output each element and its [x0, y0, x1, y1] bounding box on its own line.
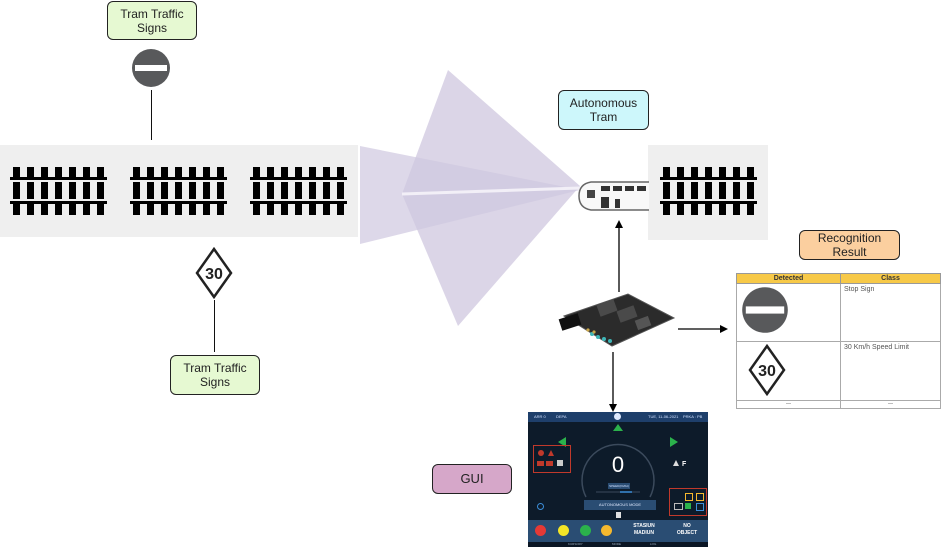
gui-gear-arrow-icon [673, 460, 679, 466]
speed-limit-value: 30 [205, 266, 223, 283]
gui-mode-button[interactable]: AUTONOMOUS MODE [584, 500, 656, 510]
gui-footer-item[interactable]: KURSORY [568, 542, 583, 546]
arrow-board-to-tram [615, 220, 623, 292]
gui-object-status: NO OBJECT [676, 523, 698, 536]
table-row: Stop Sign [736, 283, 941, 342]
no-entry-sign-icon [132, 49, 170, 87]
gui-clock-icon [614, 413, 621, 420]
gui-right-arrow-icon [670, 437, 678, 447]
connector-line [151, 90, 152, 140]
gui-screen: ARR 0 DEPA TUE, 11-06-2021 PRKA : PB 0 S… [528, 412, 708, 547]
detected-cell: — [736, 400, 841, 409]
gui-footer-item[interactable]: MODE [612, 542, 621, 546]
bottom-sign-label: Tram Traffic Signs [170, 355, 260, 395]
processing-board-icon [558, 293, 676, 347]
gui-speed-unit: SPEED(KM/H) [608, 483, 630, 489]
tram-icon [578, 181, 649, 211]
gui-forward-arrow-icon [613, 424, 623, 431]
top-sign-label: Tram Traffic Signs [107, 1, 197, 40]
tram-label: Autonomous Tram [558, 90, 649, 130]
gui-light-icon [685, 503, 691, 509]
gui-status-panel [669, 488, 707, 516]
detected-cell: 30 [736, 341, 841, 401]
gui-station: STASIUN MADIUN [633, 523, 655, 536]
gui-status-light-green [580, 525, 591, 536]
gui-footer-item[interactable]: LOG [650, 542, 657, 546]
gui-warning-panel [533, 445, 571, 473]
rail-track-icon [130, 167, 227, 215]
class-cell: 30 Km/h Speed Limit [840, 341, 941, 401]
gui-departure: DEPA [556, 414, 567, 419]
gui-bottom-bar [528, 520, 708, 542]
gui-prka: PRKA : PB [683, 414, 703, 419]
gui-date: TUE, 11-06-2021 [648, 414, 679, 419]
sensor-field-of-view [360, 70, 581, 326]
recognition-result-label: Recognition Result [799, 230, 900, 260]
gui-speed-value: 0 [611, 452, 625, 477]
no-entry-sign-icon [742, 287, 788, 333]
gui-status-light-yellow [558, 525, 569, 536]
gui-status-light-red [535, 525, 546, 536]
gui-temp-icon [557, 460, 563, 466]
connector-line [214, 300, 215, 352]
rail-track-icon [10, 167, 107, 215]
gui-speed-gauge [581, 443, 655, 498]
gui-label: GUI [432, 464, 512, 494]
gui-left-arrow-icon [558, 437, 566, 447]
gui-status-light-orange [601, 525, 612, 536]
gui-warning-icon [548, 450, 554, 456]
arrow-board-to-gui [609, 352, 617, 412]
gui-horn-icon [674, 503, 683, 510]
gui-door-icon [537, 461, 544, 466]
recognition-result-table: Detected Class Stop Sign 30 30 Km/h Spee… [736, 273, 941, 409]
gui-light-icon [696, 503, 704, 511]
column-header-detected: Detected [736, 273, 841, 284]
arrow-board-to-result [678, 325, 728, 333]
gui-gear-value: F [682, 461, 687, 468]
class-cell: Stop Sign [840, 283, 941, 342]
gui-driver-icon [616, 512, 621, 518]
rail-track-icon [250, 167, 347, 215]
gui-power-icon[interactable] [537, 503, 544, 510]
speed-limit-30-sign-icon: 30 [195, 247, 233, 299]
gui-top-bar: ARR 0 DEPA TUE, 11-06-2021 PRKA : PB [528, 412, 708, 422]
table-row: 30 30 Km/h Speed Limit [736, 341, 941, 401]
detected-cell [736, 283, 841, 342]
gui-door-icon [546, 461, 553, 466]
column-header-class: Class [840, 273, 941, 284]
table-row: — — [736, 400, 941, 409]
gui-light-icon [696, 493, 704, 501]
speed-limit-value: 30 [758, 363, 776, 380]
rail-track-icon [660, 167, 757, 215]
speed-limit-30-sign-icon: 30 [748, 343, 786, 397]
class-cell: — [840, 400, 941, 409]
gui-light-icon [685, 493, 693, 501]
sensor-cone-narrow [360, 146, 580, 244]
gui-footer: KURSORY MODE LOG [528, 542, 708, 547]
gui-arrival: ARR 0 [534, 414, 546, 419]
gui-alert-icon [538, 450, 544, 456]
